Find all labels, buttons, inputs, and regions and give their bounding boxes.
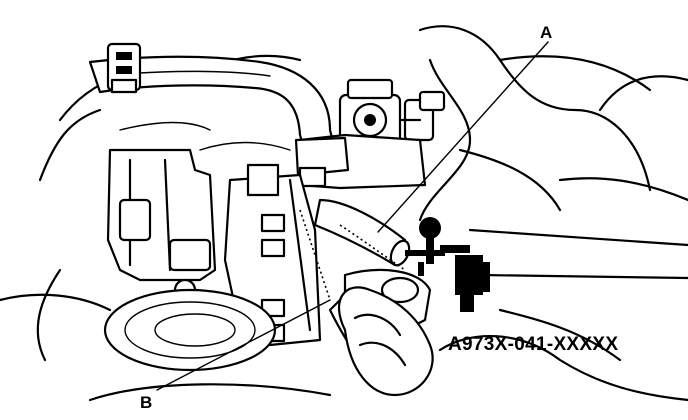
callout-b-label: B: [140, 393, 152, 412]
actuator-body: [294, 133, 427, 190]
hand: [337, 286, 434, 397]
mounting-bracket: [106, 148, 217, 302]
engine-background-outline: [0, 25, 688, 402]
callout-a-leader: [377, 41, 549, 233]
hose-path-dotted: [299, 209, 406, 301]
callout-b-leader: [156, 299, 331, 391]
tool-part-number: A973X-041-XXXXX: [448, 334, 618, 355]
hose-clamp-left: [106, 42, 142, 94]
special-tool: [405, 217, 490, 312]
hose-a: [313, 198, 411, 267]
sensor-connector: [338, 78, 446, 152]
pulley: [103, 288, 277, 372]
callout-a-label: A: [540, 23, 552, 42]
